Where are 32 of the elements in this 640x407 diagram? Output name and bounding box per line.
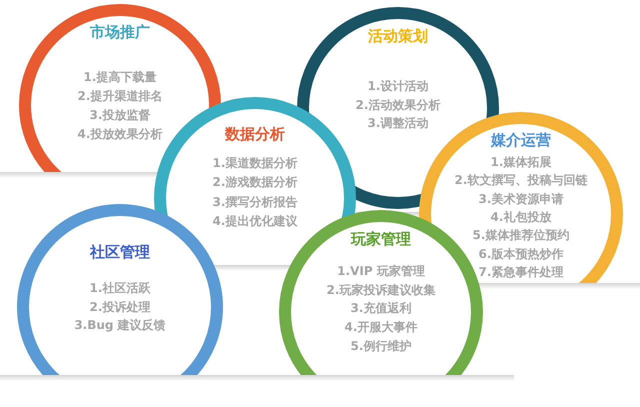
list-item: 1.VIP 玩家管理 [336,263,426,280]
circle-title: 市场推广 [89,23,151,42]
circle-title: 数据分析 [224,125,286,144]
list-item: 4.开服大事件 [344,319,418,336]
list-item: 5.媒体推荐位预约 [472,227,570,244]
list-item: 3.投放监督 [88,107,152,124]
list-item: 4.投放效果分析 [76,126,164,143]
list-item: 3.充值返利 [350,300,412,318]
list-item: 2.玩家投诉建议收集 [326,282,436,299]
list-item: 3.Bug 建议反馈 [73,317,167,334]
list-item: 2.游戏数据分析 [212,174,298,192]
list-item: 3.美术资源申请 [478,190,564,208]
list-item: 2.投诉处理 [88,298,152,316]
list-item: 2.提升渠道排名 [76,88,164,105]
list-item: 3.调整活动 [366,115,430,132]
list-item: 1.提高下载量 [82,69,158,86]
circle-title: 媒介运营 [490,131,552,150]
circle-title: 社区管理 [88,243,151,262]
list-item: 6.版本预热炒作 [478,246,564,262]
circle-title: 玩家管理 [350,230,412,249]
list-item: 3.撰写分析报告 [212,194,298,211]
list-item: 2.活动效果分析 [354,96,442,114]
list-item: 1.设计活动 [366,78,430,95]
circle-title: 活动策划 [367,27,429,46]
list-item: 1.社区活跃 [88,280,152,297]
list-item: 1.渠道数据分析 [212,155,298,172]
list-item: 5.例行维护 [350,338,412,355]
list-item: 1.媒体拓展 [490,154,552,171]
list-item: 4.提出优化建议 [212,212,298,230]
list-item: 2.软文撰写、投稿与回链 [454,172,588,190]
list-item: 4.礼包投放 [490,208,552,226]
list-item: 7.紧急事件处理 [478,264,564,281]
